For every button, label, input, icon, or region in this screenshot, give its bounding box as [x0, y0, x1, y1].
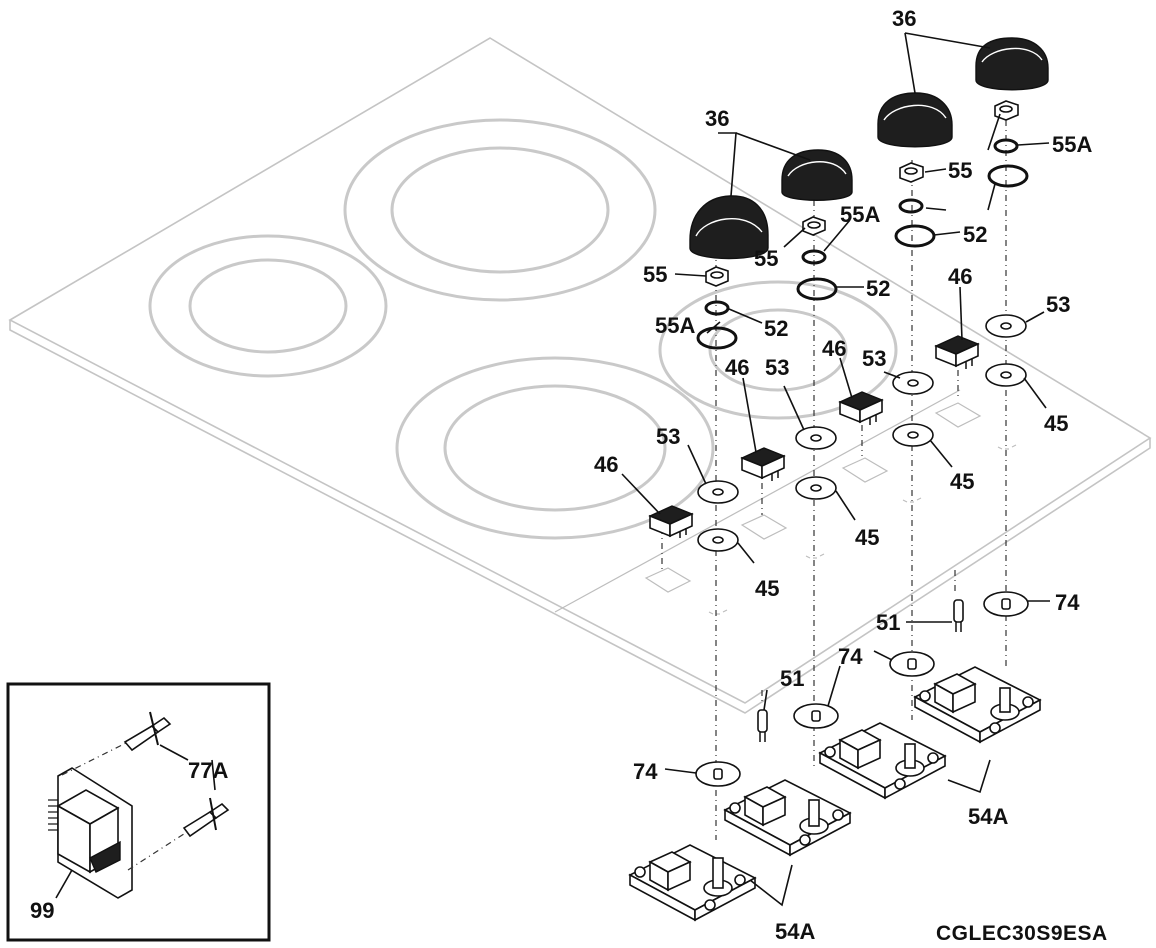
label-53: 53 [765, 355, 789, 380]
inset-detail: 77A 99 [6, 682, 271, 942]
label-45: 45 [755, 576, 779, 601]
cooktop-glass [8, 37, 1152, 714]
label-46: 46 [822, 336, 846, 361]
o-rings [696, 164, 1029, 350]
hex-nut-2 [802, 216, 826, 236]
knob-3 [877, 92, 953, 148]
label-52: 52 [866, 276, 890, 301]
label-52: 52 [963, 222, 987, 247]
washers-53 [697, 314, 1027, 504]
indicator-lamps-51 [757, 599, 964, 742]
gaskets-74 [695, 591, 1029, 787]
label-51: 51 [780, 666, 804, 691]
label-51: 51 [876, 610, 900, 635]
glass-cutouts [644, 402, 1017, 615]
label-53: 53 [1046, 292, 1070, 317]
label-45: 45 [1044, 411, 1068, 436]
knob-2 [781, 149, 853, 201]
label-54a: 54A [968, 804, 1008, 829]
label-99: 99 [30, 898, 54, 923]
hex-nut-1 [705, 266, 729, 287]
label-55a: 55A [840, 202, 880, 227]
knob-1 [689, 195, 769, 260]
label-54a: 54A [775, 919, 815, 944]
label-53: 53 [862, 346, 886, 371]
hex-nut-3 [899, 162, 924, 183]
label-46: 46 [725, 355, 749, 380]
seals-45 [697, 363, 1027, 552]
label-55: 55 [643, 262, 667, 287]
label-45: 45 [950, 469, 974, 494]
label-45: 45 [855, 525, 879, 550]
control-board-2 [723, 779, 852, 857]
callout-labels: 36 36 55 55 55 55A 55A 55A 52 52 52 53 5… [594, 6, 1092, 944]
label-55a: 55A [655, 313, 695, 338]
cooktop-burners [148, 118, 898, 540]
label-74: 74 [838, 644, 863, 669]
control-board-4 [913, 666, 1042, 744]
label-53: 53 [656, 424, 680, 449]
spring-rings [704, 138, 1019, 316]
label-36: 36 [892, 6, 916, 31]
label-46: 46 [594, 452, 618, 477]
control-board-1 [628, 844, 757, 922]
label-55: 55 [754, 246, 778, 271]
model-number: CGLEC30S9ESA [936, 922, 1108, 945]
leader-lines [621, 32, 1050, 907]
label-46: 46 [948, 264, 972, 289]
label-74: 74 [1055, 590, 1080, 615]
clips-46 [648, 335, 980, 538]
label-77a: 77A [188, 758, 228, 783]
control-board-3 [818, 722, 947, 800]
label-52: 52 [764, 316, 788, 341]
knob-4 [975, 37, 1049, 91]
label-55a: 55A [1052, 132, 1092, 157]
label-36: 36 [705, 106, 729, 131]
hex-nut-4 [994, 100, 1019, 121]
label-55: 55 [948, 158, 972, 183]
label-74: 74 [633, 759, 658, 784]
